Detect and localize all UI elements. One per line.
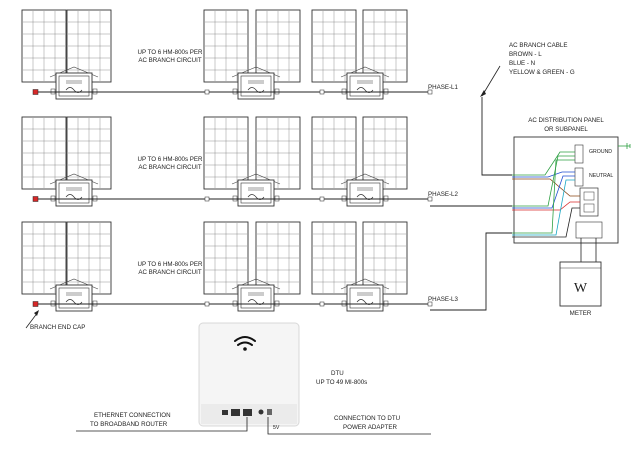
branch-note-line2: AC BRANCH CIRCUIT (138, 57, 201, 64)
solar-panel (362, 221, 408, 295)
cable-connector (427, 196, 433, 202)
solar-panel (21, 116, 67, 190)
cable-connector (319, 301, 325, 307)
branch-end-cap-label: BRANCH END CAP (30, 324, 85, 331)
solar-panel (21, 9, 67, 83)
wifi-icon (234, 336, 256, 351)
inverter (49, 173, 99, 207)
dtu-subtitle: UP TO 49 MI-800s (316, 379, 367, 386)
solar-panel (21, 221, 67, 295)
branch-end-cap-callout: BRANCH END CAP (25, 310, 85, 331)
inverter (231, 173, 281, 207)
cable-connector (319, 89, 325, 95)
solar-panel (362, 9, 408, 83)
panel-title-line2: OR SUBPANEL (544, 126, 588, 133)
power-line2: POWER ADAPTER (343, 424, 398, 431)
ac-cable-line-blue: BLUE - N (509, 60, 535, 67)
branch-note-line1: UP TO 6 HM-800s PER (138, 156, 204, 163)
solar-panel (203, 221, 249, 295)
cable-connector (319, 196, 325, 202)
inverter (49, 278, 99, 312)
distribution-panel: AC DISTRIBUTION PANEL OR SUBPANEL GROUND… (430, 97, 631, 311)
solar-panel (311, 116, 357, 190)
inverter (340, 66, 390, 100)
ac-cable-title: AC BRANCH CABLE (509, 42, 567, 49)
cable-connector (204, 301, 210, 307)
ground-label: GROUND (589, 149, 612, 155)
end-cap (32, 89, 39, 95)
end-cap (32, 301, 39, 307)
solar-panel (66, 116, 112, 190)
dtu-title: DTU (331, 370, 344, 377)
inverter (340, 278, 390, 312)
ethernet-line2: TO BROADBAND ROUTER (90, 421, 168, 428)
inverter (231, 66, 281, 100)
ac-cable-line-brown: BROWN - L (509, 51, 542, 58)
solar-panel (362, 116, 408, 190)
inverter (49, 66, 99, 100)
ac-cable-callout: AC BRANCH CABLE BROWN - L BLUE - N YELLO… (480, 42, 575, 97)
phase-label: PHASE-L3 (428, 296, 458, 303)
dtu-device: DTU UP TO 49 MI-800s ETHERNET CONNECTION… (76, 322, 431, 435)
ac-cable-line-green: YELLOW & GREEN - G (509, 69, 575, 76)
solar-panel (66, 221, 112, 295)
panel-title-line1: AC DISTRIBUTION PANEL (528, 117, 604, 124)
end-cap (32, 196, 39, 202)
branch-note-line2: AC BRANCH CIRCUIT (138, 164, 201, 171)
phase-label: PHASE-L2 (428, 191, 458, 198)
solar-panel (311, 9, 357, 83)
branch-note-line1: UP TO 6 HM-800s PER (138, 49, 204, 56)
meter-symbol: W (574, 281, 588, 296)
solar-panel (203, 9, 249, 83)
solar-panel (311, 221, 357, 295)
dtu-voltage: 5V (273, 425, 280, 431)
phase-label: PHASE-L1 (428, 84, 458, 91)
solar-panel (203, 116, 249, 190)
meter: W METER (559, 261, 602, 317)
solar-panel (255, 221, 301, 295)
neutral-label: NEUTRAL (589, 173, 613, 179)
cable-connector (427, 301, 433, 307)
branch-note-line1: UP TO 6 HM-800s PER (138, 261, 204, 268)
solar-panel (255, 9, 301, 83)
meter-label: METER (570, 310, 592, 317)
inverter (340, 173, 390, 207)
solar-panel (255, 116, 301, 190)
inverter (231, 278, 281, 312)
solar-panel (66, 9, 112, 83)
cable-connector (204, 89, 210, 95)
power-line1: CONNECTION TO DTU (334, 415, 400, 422)
cable-connector (427, 89, 433, 95)
cable-connector (204, 196, 210, 202)
ethernet-line1: ETHERNET CONNECTION (94, 412, 171, 419)
branch-note-line2: AC BRANCH CIRCUIT (138, 269, 201, 276)
